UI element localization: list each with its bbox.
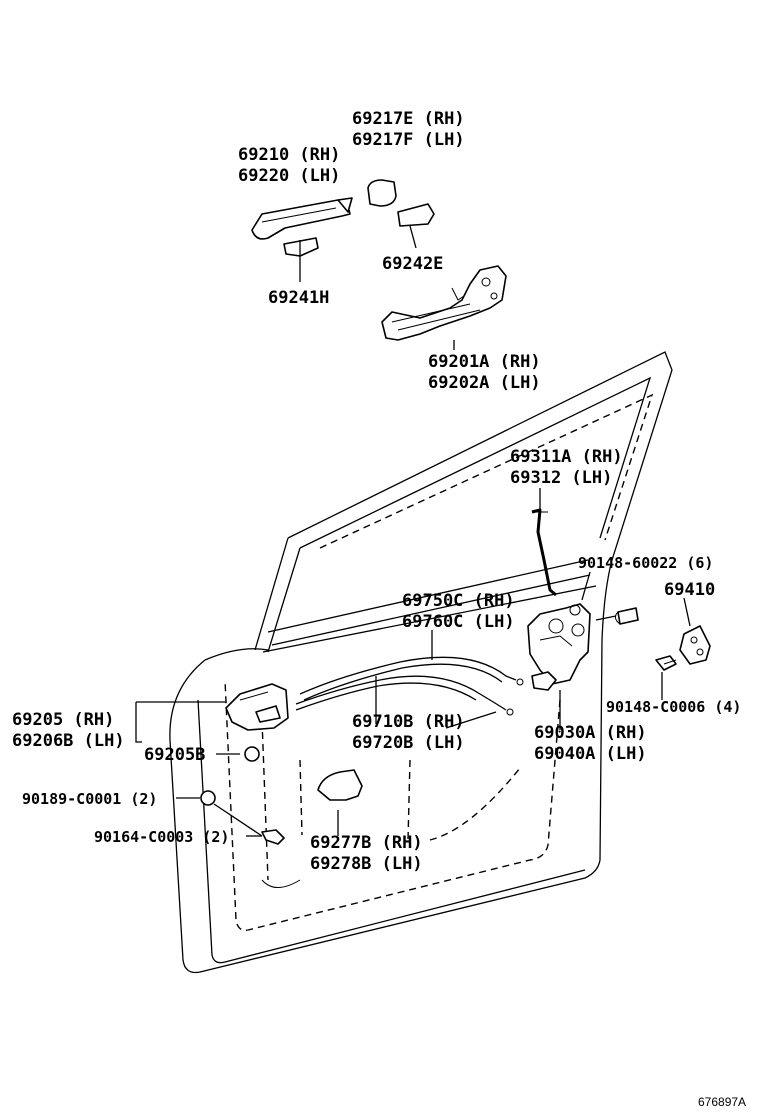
clip-shape	[200, 790, 216, 806]
label-handle-pad-front: 69241H	[268, 288, 329, 308]
label-striker-screw: 90148-60022 (6)	[578, 554, 713, 572]
label-clip: 90189-C0001 (2)	[22, 790, 157, 808]
label-handle-cover-inner-rh: 69277B (RH)	[310, 833, 423, 853]
label-inside-handle-rh: 69205 (RH)	[12, 710, 114, 730]
label-lock-cable-rh: 69710B (RH)	[352, 712, 465, 732]
inside-handle-bezel-shape	[244, 746, 260, 762]
label-handle-frame-lh: 69202A (LH)	[428, 373, 541, 393]
screw-shape	[261, 829, 285, 845]
label-striker: 69410	[664, 580, 715, 600]
door-outline	[169, 351, 673, 974]
label-striker-bolt: 90148-C0006 (4)	[606, 698, 741, 716]
door-lock-shape	[527, 603, 591, 691]
label-inside-handle-bezel: 69205B	[144, 745, 205, 765]
inside-handle-shape	[225, 683, 289, 731]
outside-handle-shape	[251, 197, 353, 240]
handle-frame-shape	[381, 265, 507, 341]
label-door-lock-rh: 69030A (RH)	[534, 723, 647, 743]
label-handle-frame-rh: 69201A (RH)	[428, 352, 541, 372]
striker-bolt-shape	[655, 655, 677, 671]
label-lock-rod-rh: 69311A (RH)	[510, 447, 623, 467]
label-outside-handle-lh: 69220 (LH)	[238, 166, 340, 186]
label-inside-cable-rh: 69750C (RH)	[402, 591, 515, 611]
handle-pad-front-shape	[283, 237, 319, 257]
handle-cover-shape	[367, 179, 397, 207]
label-handle-pad-rear: 69242E	[382, 254, 443, 274]
label-inside-handle-lh: 69206B (LH)	[12, 731, 125, 751]
label-inside-cable-lh: 69760C (LH)	[402, 612, 515, 632]
label-handle-cover-lh: 69217F (LH)	[352, 130, 465, 150]
handle-pad-rear-shape	[397, 203, 435, 227]
label-door-lock-lh: 69040A (LH)	[534, 744, 647, 764]
handle-cover-inner-shape	[317, 769, 363, 801]
label-outside-handle-rh: 69210 (RH)	[238, 145, 340, 165]
lock-rod-shape	[531, 508, 557, 597]
striker-screw-shape	[614, 607, 639, 625]
label-handle-cover-rh: 69217E (RH)	[352, 109, 465, 129]
striker-shape	[679, 625, 711, 665]
reference-code: 676897A	[698, 1095, 746, 1109]
label-lock-cable-lh: 69720B (LH)	[352, 733, 465, 753]
label-screw: 90164-C0003 (2)	[94, 828, 229, 846]
leader-lines	[135, 225, 691, 841]
cable-shapes	[295, 656, 524, 716]
label-handle-cover-inner-lh: 69278B (LH)	[310, 854, 423, 874]
part-labels: 69210 (RH) 69220 (LH) 69217E (RH) 69217F…	[12, 109, 746, 1109]
label-lock-rod-lh: 69312 (LH)	[510, 468, 612, 488]
